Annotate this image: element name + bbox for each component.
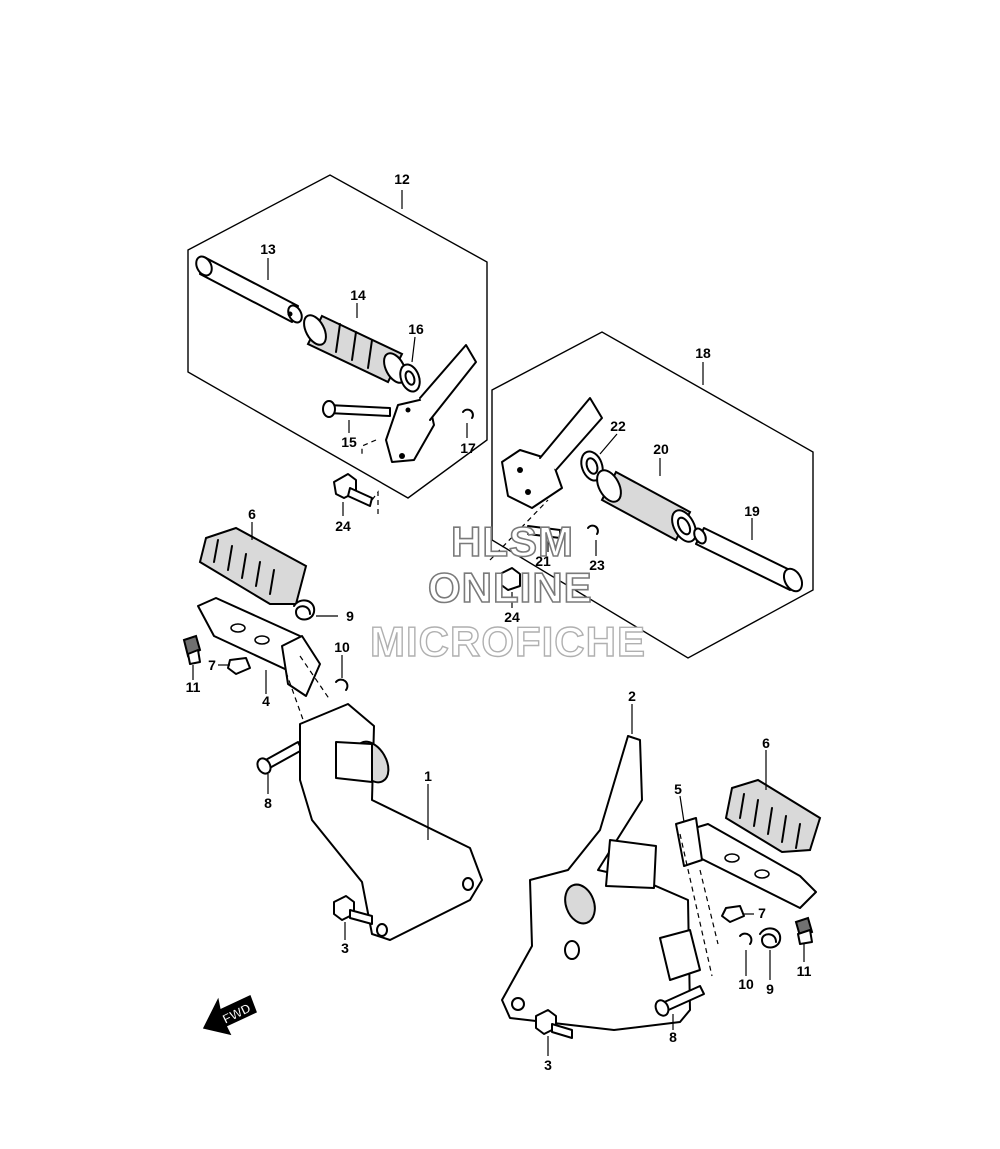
callout-16[interactable]: 16	[408, 321, 424, 337]
callout-12[interactable]: 12	[394, 171, 410, 187]
clevis-pin-15[interactable]	[322, 400, 391, 433]
washer-22[interactable]	[577, 433, 618, 484]
nut-7-left[interactable]	[218, 657, 251, 675]
pin-8-right[interactable]	[653, 985, 705, 1030]
spring-9-right[interactable]	[759, 927, 782, 980]
washer-16[interactable]	[397, 336, 423, 394]
clip-17[interactable]	[462, 408, 474, 438]
callout-24-right[interactable]: 24	[504, 609, 520, 625]
nut-7-right[interactable]	[721, 905, 754, 923]
callout-24-left[interactable]: 24	[335, 518, 351, 534]
callout-17[interactable]: 17	[460, 440, 476, 456]
callout-14[interactable]: 14	[350, 287, 366, 303]
watermark-line-3: MICROFICHE	[369, 618, 646, 665]
assembly-group-12	[187, 174, 488, 499]
callout-8-left[interactable]: 8	[264, 795, 272, 811]
callout-19[interactable]: 19	[744, 503, 760, 519]
clip-10-left[interactable]	[335, 655, 349, 691]
callout-6-left[interactable]: 6	[248, 506, 256, 522]
watermark-line-2: ONLINE	[427, 564, 593, 611]
callout-18[interactable]: 18	[695, 345, 711, 361]
pin-13[interactable]	[193, 254, 304, 325]
callout-10-right[interactable]: 10	[738, 976, 754, 992]
clevis-pin-21[interactable]	[527, 525, 561, 552]
callout-labels: 12 13 14 16 15 17 24 18 22 20 19 21 23 2…	[186, 171, 812, 1073]
callout-6-right[interactable]: 6	[762, 735, 770, 751]
assembly-group-18	[491, 331, 814, 659]
callout-3-left[interactable]: 3	[341, 940, 349, 956]
footpeg-rubber-6-left[interactable]	[198, 522, 308, 605]
pin-8-left[interactable]	[255, 655, 331, 794]
footpeg-5[interactable]	[675, 795, 817, 977]
pin-19[interactable]	[692, 518, 806, 594]
peg-holder-18[interactable]	[501, 397, 603, 509]
fwd-label: FWD	[220, 1000, 253, 1026]
callout-9-left[interactable]: 9	[346, 608, 354, 624]
callout-21[interactable]: 21	[535, 553, 551, 569]
bolt-3-left[interactable]	[333, 895, 373, 940]
callout-7-right[interactable]: 7	[758, 905, 766, 921]
rubber-grip-14[interactable]	[300, 303, 411, 386]
callout-9-right[interactable]: 9	[766, 981, 774, 997]
callout-22[interactable]: 22	[610, 418, 626, 434]
bolt-24-right[interactable]	[489, 499, 549, 608]
callout-20[interactable]: 20	[653, 441, 669, 457]
bolt-24-left[interactable]	[333, 439, 379, 516]
callout-1[interactable]: 1	[424, 768, 432, 784]
stopper-11-right[interactable]	[794, 916, 814, 962]
stopper-11-left[interactable]	[182, 634, 202, 680]
peg-holder-12[interactable]	[385, 344, 477, 463]
callout-8-right[interactable]: 8	[669, 1029, 677, 1045]
callout-5[interactable]: 5	[674, 781, 682, 797]
callout-10-left[interactable]: 10	[334, 639, 350, 655]
footpeg-bracket-1[interactable]	[299, 703, 483, 941]
rubber-grip-20[interactable]	[592, 458, 701, 546]
callout-13[interactable]: 13	[260, 241, 276, 257]
footpeg-4[interactable]	[197, 597, 321, 697]
callout-3-right[interactable]: 3	[544, 1057, 552, 1073]
callout-7-left[interactable]: 7	[208, 657, 216, 673]
callout-15[interactable]: 15	[341, 434, 357, 450]
forward-direction-arrow: FWD	[202, 994, 257, 1036]
clip-10-right[interactable]	[739, 932, 753, 976]
callout-11-right[interactable]: 11	[797, 963, 812, 979]
bolt-3-right[interactable]	[535, 1009, 573, 1056]
callout-23[interactable]: 23	[589, 557, 605, 573]
callout-2[interactable]: 2	[628, 688, 636, 704]
clip-23[interactable]	[587, 524, 599, 556]
spring-9-left[interactable]	[293, 599, 338, 621]
callout-4[interactable]: 4	[262, 693, 270, 709]
footpeg-bracket-2[interactable]	[501, 704, 701, 1031]
callout-11-left[interactable]: 11	[186, 679, 201, 695]
watermark-line-1: HLSM	[450, 518, 574, 565]
footpeg-rubber-6-right[interactable]	[724, 750, 822, 854]
